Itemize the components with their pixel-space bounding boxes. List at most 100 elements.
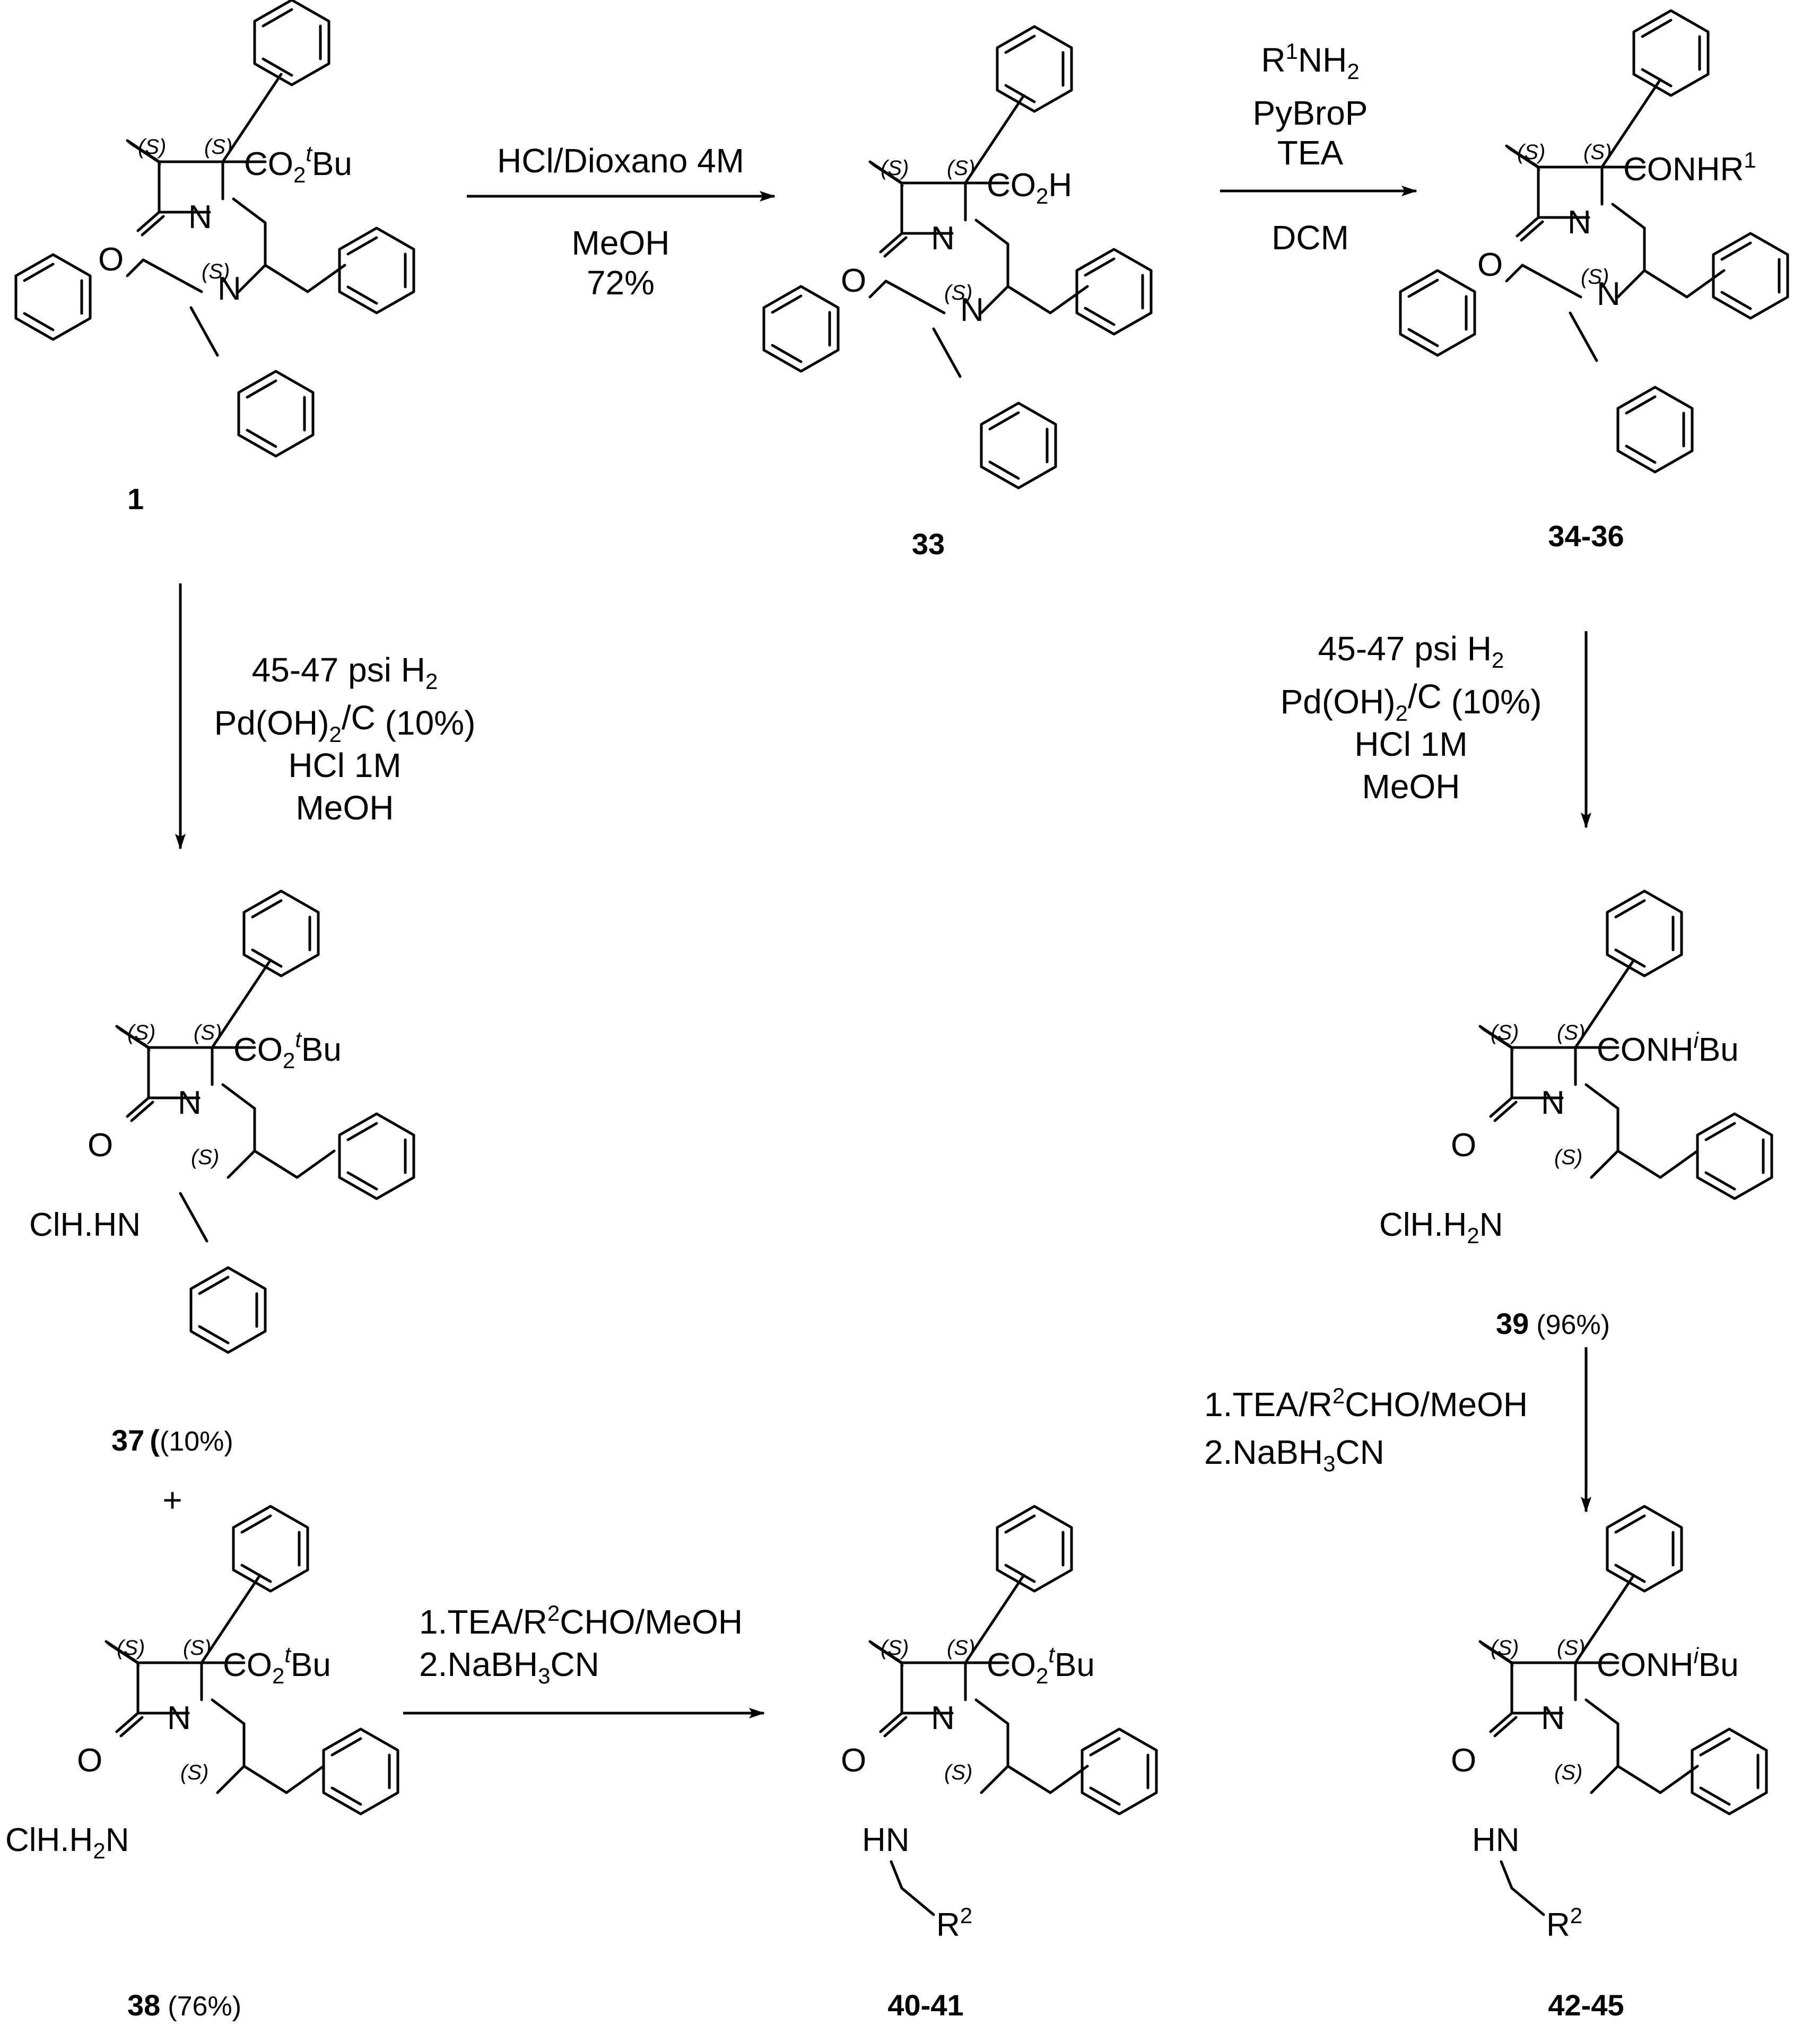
condition-step2: 2.NaBH3CN (419, 1645, 599, 1688)
condition-catalyst: Pd(OH)2/C (10%) (1281, 677, 1542, 726)
atom-N-amine: N (217, 270, 241, 307)
condition-pressure: 45-47 psi H2 (1318, 630, 1504, 673)
ester-group: CO2tBu (244, 141, 352, 187)
atom-N-ring: N (931, 1700, 955, 1736)
ester-group: CO2tBu (223, 1642, 331, 1688)
condition-solvent: MeOH (572, 224, 670, 262)
atom-HN: HN (862, 1822, 910, 1858)
stereo-label: (S) (881, 156, 909, 180)
atom-N-ring: N (1541, 1085, 1565, 1121)
ester-group: CO2tBu (987, 1642, 1095, 1688)
atom-N-ring: N (167, 1700, 191, 1736)
condition-step1: 1.TEA/R2CHO/MeOH (419, 1601, 743, 1641)
stereo-label: (S) (1581, 265, 1609, 289)
condition-step2: 2.NaBH3CN (1204, 1433, 1384, 1476)
compound-number-1: 1 (127, 482, 144, 516)
atom-O: O (841, 1742, 866, 1779)
stereo-label: (S) (127, 1021, 155, 1044)
structure-compound-42-45: N O HN R2 (S) (S) (S) CONHiBu (1451, 1506, 1766, 1943)
compound-number-42-45: 42-45 (1548, 1988, 1624, 2022)
compound-number-33: 33 (912, 527, 945, 561)
condition-base: TEA (1277, 134, 1344, 172)
amine-hydrochloride: ClH.H2N (1379, 1207, 1503, 1248)
condition-step1: 1.TEA/R2CHO/MeOH (1204, 1383, 1528, 1424)
condition-coupling-agent: PyBroP (1253, 94, 1368, 132)
structure-compound-38: N O ClH.H2N (S) (S) (S) CO2tBu (5, 1506, 398, 1863)
stereo-label: (S) (1557, 1636, 1585, 1660)
structure-compound-34-36: N O N (S) (S) (S) CONHR1 (1400, 11, 1788, 472)
atom-N-ring: N (931, 220, 955, 257)
atom-HN: HN (1472, 1822, 1520, 1858)
compound-number-34-36: 34-36 (1548, 519, 1624, 553)
condition-reagent: HCl/Dioxano 4M (497, 142, 744, 180)
reaction-arrow-deprotection: HCl/Dioxano 4M MeOH 72% (467, 142, 776, 302)
amide-group: CONHiBu (1597, 1643, 1739, 1683)
stereo-label: (S) (1583, 141, 1612, 164)
stereo-label: (S) (138, 135, 166, 159)
substituent-R2: R2 (1546, 1903, 1582, 1943)
stereo-label: (S) (191, 1146, 219, 1169)
condition-acid: HCl 1M (288, 746, 401, 784)
stereo-label: (S) (202, 260, 230, 283)
condition-amine: R1NH2 (1261, 39, 1359, 84)
condition-pressure: 45-47 psi H2 (252, 651, 438, 694)
atom-O: O (77, 1742, 102, 1779)
atom-N-ring: N (1568, 204, 1591, 241)
stereo-label: (S) (944, 281, 972, 304)
reaction-arrow-reductive-amination-right: 1.TEA/R2CHO/MeOH 2.NaBH3CN (1204, 1347, 1591, 1513)
atom-N-ring: N (178, 1085, 202, 1121)
atom-N-ring: N (1541, 1700, 1565, 1736)
stereo-label: (S) (881, 1636, 909, 1660)
stereo-label: (S) (944, 1761, 972, 1784)
stereo-label: (S) (1491, 1636, 1519, 1660)
acid-group: CO2H (987, 167, 1072, 208)
stereo-label: (S) (194, 1021, 222, 1044)
condition-catalyst: Pd(OH)2/C (10%) (214, 699, 476, 747)
atom-N-ring: N (188, 199, 212, 235)
atom-O: O (88, 1127, 113, 1164)
condition-solvent: DCM (1272, 219, 1349, 257)
compound-label-38: 38(76%) (127, 1988, 241, 2022)
atom-O: O (841, 263, 866, 299)
atom-N-amine: N (1597, 276, 1621, 312)
structure-compound-39: N O ClH.H2N (S) (S) (S) CONHiBu (1379, 891, 1772, 1248)
structure-compound-1: N O N (S) (S) (S) CO2tBu (16, 0, 414, 456)
stereo-label: (S) (1554, 1146, 1582, 1169)
substituent-R2: R2 (936, 1903, 972, 1943)
atom-O: O (1477, 247, 1503, 283)
compound-label-37: 37((10%) (111, 1424, 233, 1457)
reaction-arrow-reductive-amination-left: 1.TEA/R2CHO/MeOH 2.NaBH3CN (403, 1601, 765, 1718)
atom-O: O (1451, 1127, 1476, 1164)
condition-solvent: MeOH (1362, 767, 1460, 806)
condition-yield: 72% (587, 264, 655, 302)
stereo-label: (S) (947, 1636, 975, 1660)
stereo-label: (S) (183, 1636, 211, 1660)
stereo-label: (S) (1557, 1021, 1585, 1044)
structure-compound-33: N O N (S) (S) (S) CO2H (764, 27, 1151, 488)
stereo-label: (S) (947, 156, 975, 180)
stereo-label: (S) (204, 135, 232, 159)
compound-number-40-41: 40-41 (887, 1988, 963, 2022)
amine-hydrochloride: ClH.H2N (5, 1822, 129, 1863)
condition-acid: HCl 1M (1354, 725, 1467, 763)
reaction-arrow-amide-coupling: R1NH2 PyBroP TEA DCM (1220, 39, 1417, 257)
stereo-label: (S) (117, 1636, 145, 1660)
atom-N-amine: N (960, 292, 984, 328)
reaction-arrow-hydrogenolysis-left: 45-47 psi H2 Pd(OH)2/C (10%) HCl 1M MeOH (175, 583, 476, 850)
amine-hydrochloride: ClH.HN (29, 1207, 141, 1243)
atom-O: O (1451, 1742, 1476, 1779)
stereo-label: (S) (180, 1761, 208, 1784)
condition-solvent: MeOH (296, 789, 394, 827)
amide-group: CONHR1 (1623, 147, 1756, 188)
plus-sign: + (162, 1481, 182, 1519)
structure-compound-40-41: N O HN R2 (S) (S) (S) CO2tBu (841, 1506, 1156, 1943)
stereo-label: (S) (1491, 1021, 1519, 1044)
amide-group: CONHiBu (1597, 1028, 1739, 1068)
atom-O: O (98, 241, 124, 278)
reaction-arrow-hydrogenolysis-right: 45-47 psi H2 Pd(OH)2/C (10%) HCl 1M MeOH (1281, 630, 1591, 828)
compound-label-39: 39(96%) (1496, 1307, 1610, 1340)
stereo-label: (S) (1517, 141, 1545, 164)
stereo-label: (S) (1554, 1761, 1582, 1784)
ester-group: CO2tBu (233, 1027, 342, 1073)
